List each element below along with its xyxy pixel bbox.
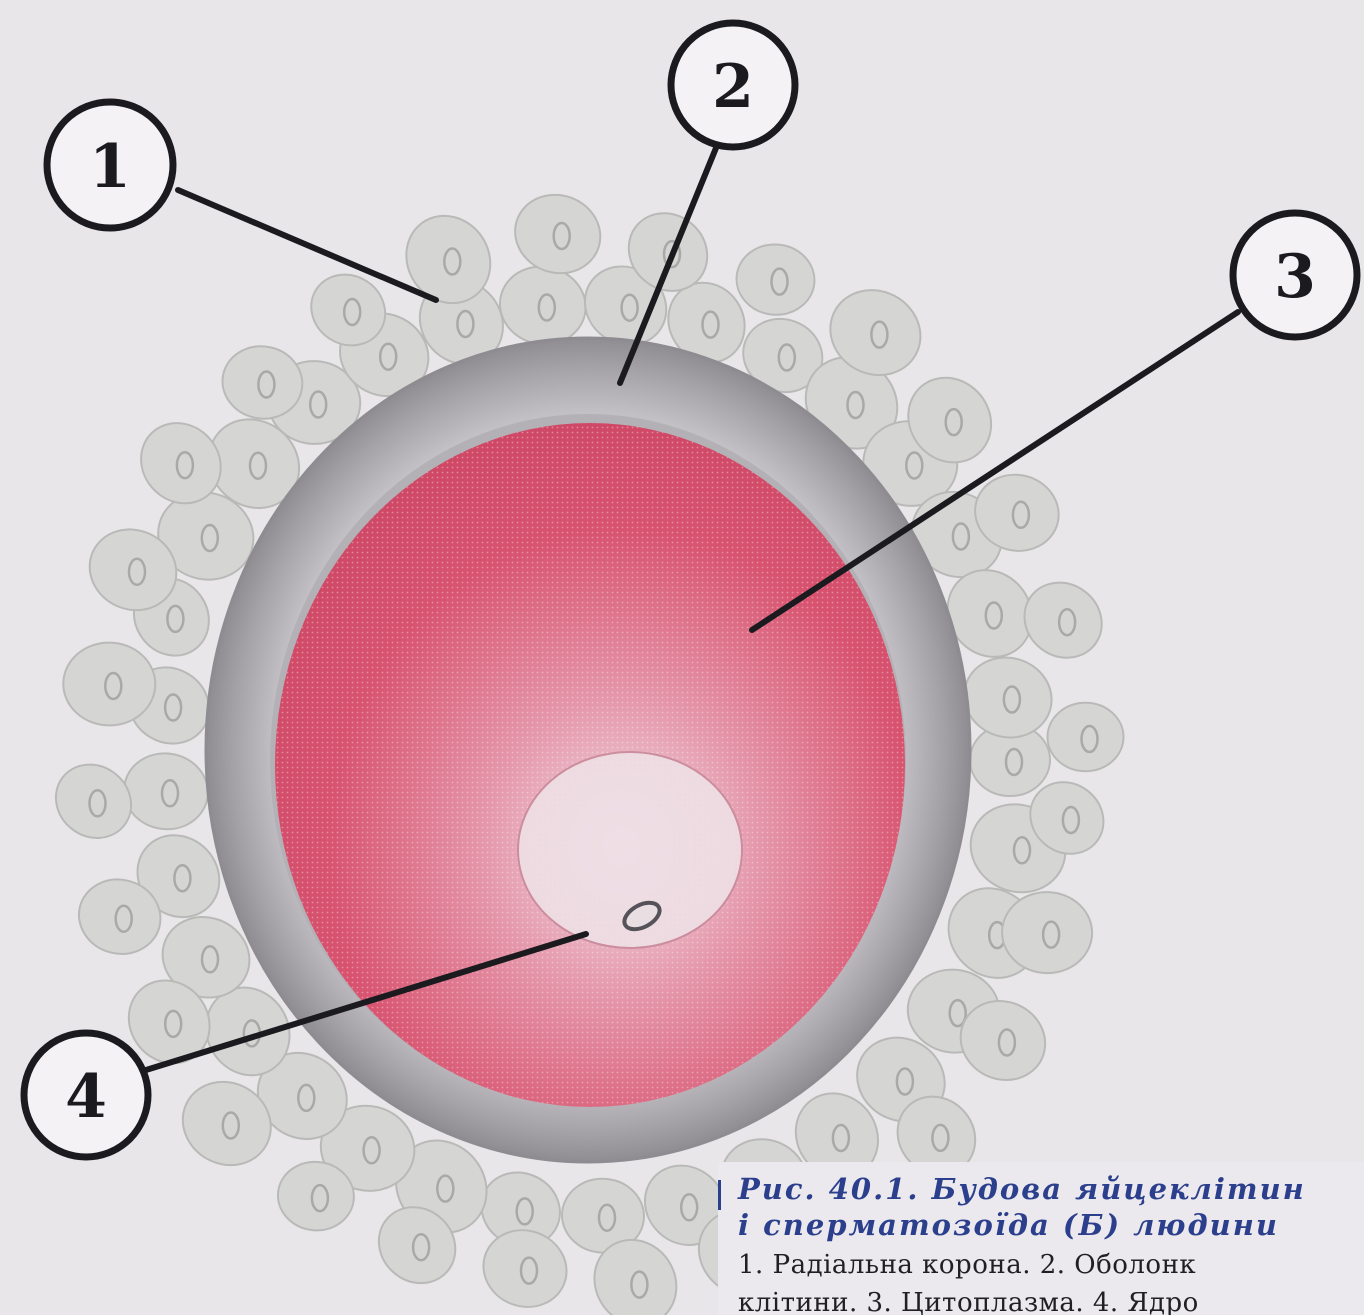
callout-4: 4 [24,1033,148,1157]
pointer-line-1 [178,190,436,300]
caption-title-line-1: Рис. 40.1. Будова яйцеклітин [738,1172,1306,1206]
callout-2: 2 [671,23,795,147]
corona-cell [504,183,611,284]
svg-text:3: 3 [1274,242,1316,312]
caption-legend-line-1: 1. Радіальна корона. 2. Оболонк [738,1250,1196,1280]
callout-1: 1 [47,102,173,228]
corona-cell [473,1219,578,1315]
svg-text:2: 2 [712,52,754,122]
svg-text:1: 1 [89,132,131,202]
caption-legend-line-2: клітини. 3. Цитоплазма. 4. Ядро [738,1288,1199,1315]
figure-caption: Рис. 40.1. Будова яйцеклітин і сперматоз… [718,1162,1364,1315]
callout-3: 3 [1233,213,1357,337]
caption-marker [718,1180,721,1210]
corona-cell [734,241,818,318]
svg-text:4: 4 [65,1062,107,1132]
corona-cell [1009,567,1116,673]
caption-title-line-2: і сперматозоїда (Б) людини [738,1208,1279,1242]
corona-cell [119,748,213,835]
corona-cell [41,750,146,853]
corona-cell [1048,703,1124,771]
corona-cell [63,642,156,726]
